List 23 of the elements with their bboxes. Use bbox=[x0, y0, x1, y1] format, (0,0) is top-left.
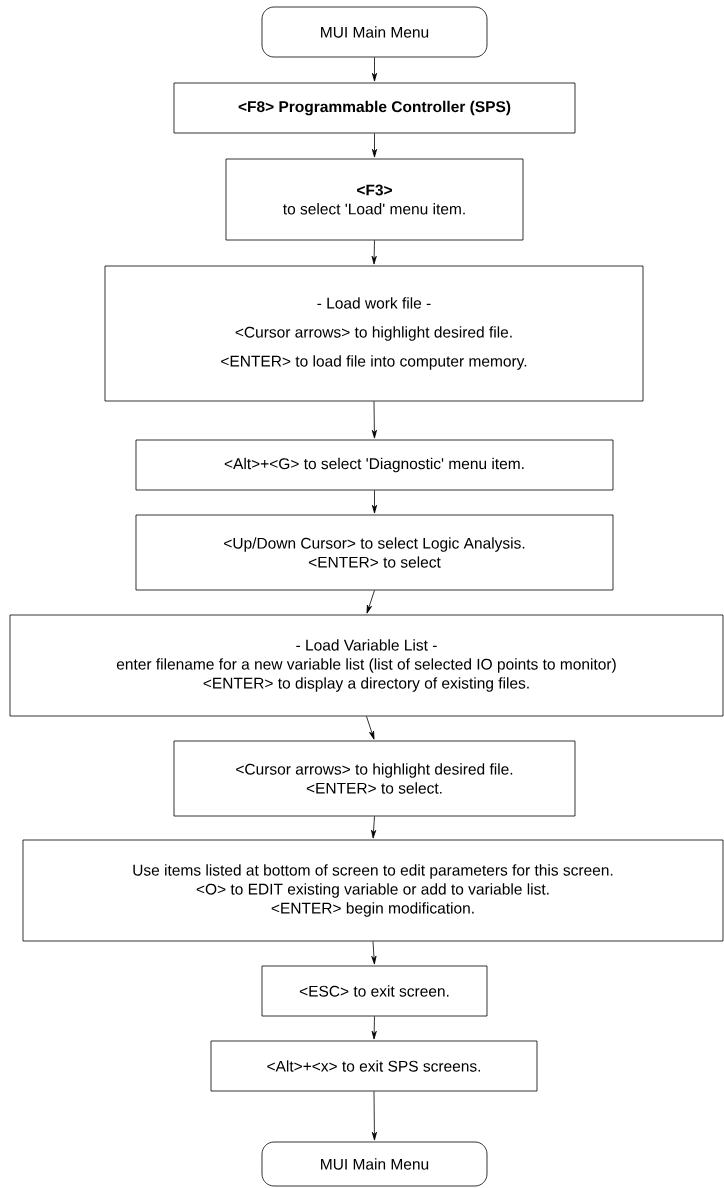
arrow bbox=[371, 133, 378, 158]
arrow bbox=[366, 716, 375, 740]
terminal-box: MUI Main Menu bbox=[261, 1141, 488, 1187]
process-box: <F8> Programmable Controller (SPS) bbox=[173, 82, 576, 134]
process-box: <ESC> to exit screen. bbox=[261, 965, 488, 1017]
terminal-box: MUI Main Menu bbox=[261, 6, 488, 58]
process-box: - Load Variable List - enter filename for a new variable list (list of selected IO points to monitor) <ENTER> to display a directory of existing files. bbox=[9, 614, 724, 717]
process-box: - Load work file - <Cursor arrows> to highlight desired file. <ENTER> to load file into computer memory. bbox=[104, 265, 644, 402]
arrow bbox=[371, 1016, 377, 1040]
process-box: <Cursor arrows> to highlight desired file. <ENTER> to select. bbox=[173, 740, 576, 817]
arrow bbox=[371, 941, 377, 965]
arrow bbox=[371, 401, 377, 439]
arrow bbox=[371, 1091, 377, 1141]
arrow bbox=[366, 590, 375, 614]
process-box: <Alt>+<G> to select 'Diagnostic' menu item. bbox=[135, 439, 614, 491]
arrow bbox=[371, 490, 378, 514]
process-box: Use items listed at bottom of screen to edit parameters for this screen. <O> to EDIT existing variable or add to variable list. <ENTER> begin modification. bbox=[22, 839, 724, 942]
arrow bbox=[371, 816, 377, 839]
arrow bbox=[371, 240, 377, 265]
process-box: <Up/Down Cursor> to select Logic Analysis. <ENTER> to select bbox=[135, 514, 614, 591]
process-box: <Alt>+<x> to exit SPS screens. bbox=[210, 1040, 538, 1092]
process-box: <F3> to select 'Load' menu item. bbox=[225, 158, 524, 241]
arrow bbox=[371, 57, 378, 82]
